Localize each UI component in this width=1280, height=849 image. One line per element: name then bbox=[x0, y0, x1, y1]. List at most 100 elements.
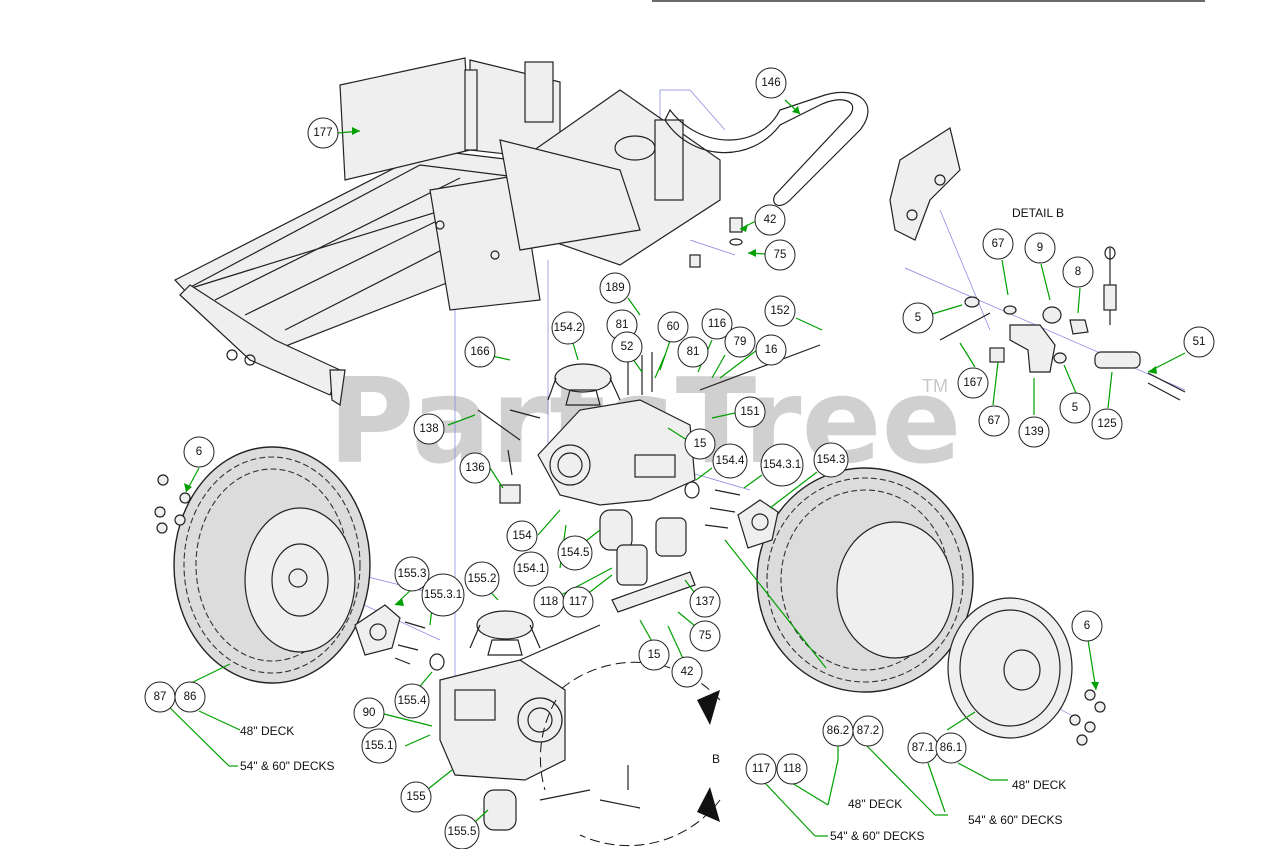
svg-text:155.4: 155.4 bbox=[398, 695, 427, 707]
callout-146[interactable]: 146 bbox=[755, 67, 787, 99]
callout-139[interactable]: 139 bbox=[1018, 416, 1050, 448]
svg-text:86.1: 86.1 bbox=[940, 742, 962, 754]
svg-text:9: 9 bbox=[1037, 242, 1043, 254]
callout-5-b[interactable]: 5 bbox=[1059, 392, 1091, 424]
svg-text:86: 86 bbox=[184, 691, 197, 703]
callout-154-3-1[interactable]: 154.3.1 bbox=[760, 443, 804, 487]
callout-52[interactable]: 52 bbox=[611, 331, 643, 363]
svg-text:154.5: 154.5 bbox=[561, 547, 590, 559]
svg-text:116: 116 bbox=[708, 318, 726, 330]
callout-67-b[interactable]: 67 bbox=[978, 405, 1010, 437]
callout-151[interactable]: 151 bbox=[734, 396, 766, 428]
callout-15-b[interactable]: 15 bbox=[638, 639, 670, 671]
callout-154-3[interactable]: 154.3 bbox=[813, 442, 849, 478]
callout-87-1[interactable]: 87.1 bbox=[907, 732, 939, 764]
callout-bubbles: 146 177 42 75 189 152 154.2 81 60 116 52… bbox=[144, 67, 1215, 849]
svg-text:90: 90 bbox=[363, 707, 376, 719]
callout-155-3[interactable]: 155.3 bbox=[394, 556, 430, 592]
callout-177[interactable]: 177 bbox=[307, 117, 339, 149]
callout-154-1[interactable]: 154.1 bbox=[513, 551, 549, 587]
callout-166[interactable]: 166 bbox=[464, 336, 496, 368]
svg-text:154.2: 154.2 bbox=[554, 322, 583, 334]
callout-118-top[interactable]: 118 bbox=[533, 586, 565, 618]
callout-87[interactable]: 87 bbox=[144, 681, 176, 713]
svg-text:75: 75 bbox=[774, 249, 787, 261]
note-right-54-60-decks: 54" & 60" DECKS bbox=[968, 813, 1063, 827]
svg-text:154.1: 154.1 bbox=[517, 563, 546, 575]
callout-86-1[interactable]: 86.1 bbox=[935, 732, 967, 764]
callout-155[interactable]: 155 bbox=[400, 781, 432, 813]
callout-8[interactable]: 8 bbox=[1062, 256, 1094, 288]
callout-86[interactable]: 86 bbox=[174, 681, 206, 713]
callout-155-1[interactable]: 155.1 bbox=[361, 728, 397, 764]
callout-15-a[interactable]: 15 bbox=[684, 428, 716, 460]
callout-75[interactable]: 75 bbox=[764, 239, 796, 271]
lower-transaxle bbox=[439, 610, 641, 831]
svg-text:136: 136 bbox=[465, 462, 484, 474]
callout-154-5[interactable]: 154.5 bbox=[557, 535, 593, 571]
callout-60[interactable]: 60 bbox=[657, 311, 689, 343]
callout-16[interactable]: 16 bbox=[755, 334, 787, 366]
svg-text:155.3.1: 155.3.1 bbox=[424, 589, 462, 601]
svg-text:117: 117 bbox=[752, 763, 770, 775]
callout-51[interactable]: 51 bbox=[1183, 326, 1215, 358]
callout-155-3-1[interactable]: 155.3.1 bbox=[421, 573, 465, 617]
callout-90[interactable]: 90 bbox=[353, 697, 385, 729]
callout-42[interactable]: 42 bbox=[754, 204, 786, 236]
watermark-trademark: TM bbox=[922, 376, 948, 396]
note-mid-48-deck: 48" DECK bbox=[848, 797, 902, 811]
svg-text:87.2: 87.2 bbox=[857, 725, 879, 737]
callout-6-left[interactable]: 6 bbox=[183, 436, 215, 468]
svg-text:81: 81 bbox=[687, 346, 700, 358]
svg-text:137: 137 bbox=[695, 596, 714, 608]
svg-text:155.3: 155.3 bbox=[398, 568, 427, 580]
svg-text:167: 167 bbox=[963, 377, 982, 389]
callout-42-b[interactable]: 42 bbox=[671, 656, 703, 688]
callout-155-4[interactable]: 155.4 bbox=[394, 683, 430, 719]
left-wheel-hub bbox=[354, 604, 445, 671]
callout-138[interactable]: 138 bbox=[413, 413, 445, 445]
callout-154-4[interactable]: 154.4 bbox=[712, 443, 748, 479]
svg-text:125: 125 bbox=[1097, 418, 1116, 430]
callout-86-2[interactable]: 86.2 bbox=[822, 715, 854, 747]
callout-117-top[interactable]: 117 bbox=[562, 586, 594, 618]
callout-167[interactable]: 167 bbox=[957, 367, 989, 399]
callout-81-b[interactable]: 81 bbox=[677, 336, 709, 368]
callout-154[interactable]: 154 bbox=[506, 520, 538, 552]
svg-text:177: 177 bbox=[313, 127, 332, 139]
callout-136[interactable]: 136 bbox=[459, 452, 491, 484]
callout-67-a[interactable]: 67 bbox=[982, 228, 1014, 260]
callout-87-2[interactable]: 87.2 bbox=[852, 715, 884, 747]
callout-154-2[interactable]: 154.2 bbox=[551, 311, 585, 345]
svg-text:155.5: 155.5 bbox=[448, 826, 477, 838]
callout-137[interactable]: 137 bbox=[689, 586, 721, 618]
callout-9[interactable]: 9 bbox=[1024, 232, 1056, 264]
svg-text:118: 118 bbox=[783, 763, 801, 775]
svg-text:6: 6 bbox=[196, 446, 202, 458]
svg-text:138: 138 bbox=[419, 423, 438, 435]
svg-text:81: 81 bbox=[616, 319, 629, 331]
callout-116[interactable]: 116 bbox=[701, 308, 733, 340]
callout-5-a[interactable]: 5 bbox=[902, 302, 934, 334]
callout-189[interactable]: 189 bbox=[599, 272, 631, 304]
callout-152[interactable]: 152 bbox=[764, 295, 796, 327]
note-right-48-deck: 48" DECK bbox=[1012, 778, 1066, 792]
callout-155-5[interactable]: 155.5 bbox=[444, 814, 480, 849]
svg-text:52: 52 bbox=[621, 341, 634, 353]
callout-79[interactable]: 79 bbox=[724, 326, 756, 358]
callout-6-right[interactable]: 6 bbox=[1071, 610, 1103, 642]
svg-text:5: 5 bbox=[915, 312, 921, 324]
callout-75-b[interactable]: 75 bbox=[689, 620, 721, 652]
svg-text:139: 139 bbox=[1024, 426, 1043, 438]
svg-text:87.1: 87.1 bbox=[912, 742, 934, 754]
svg-text:117: 117 bbox=[569, 596, 587, 608]
detail-b-label: DETAIL B bbox=[1012, 206, 1064, 220]
callout-117-bottom[interactable]: 117 bbox=[745, 753, 777, 785]
svg-text:118: 118 bbox=[540, 596, 558, 608]
svg-text:146: 146 bbox=[761, 77, 780, 89]
callout-155-2[interactable]: 155.2 bbox=[464, 561, 500, 597]
chassis-frame bbox=[174, 57, 743, 406]
callout-125[interactable]: 125 bbox=[1091, 408, 1123, 440]
callout-118-bottom[interactable]: 118 bbox=[776, 753, 808, 785]
